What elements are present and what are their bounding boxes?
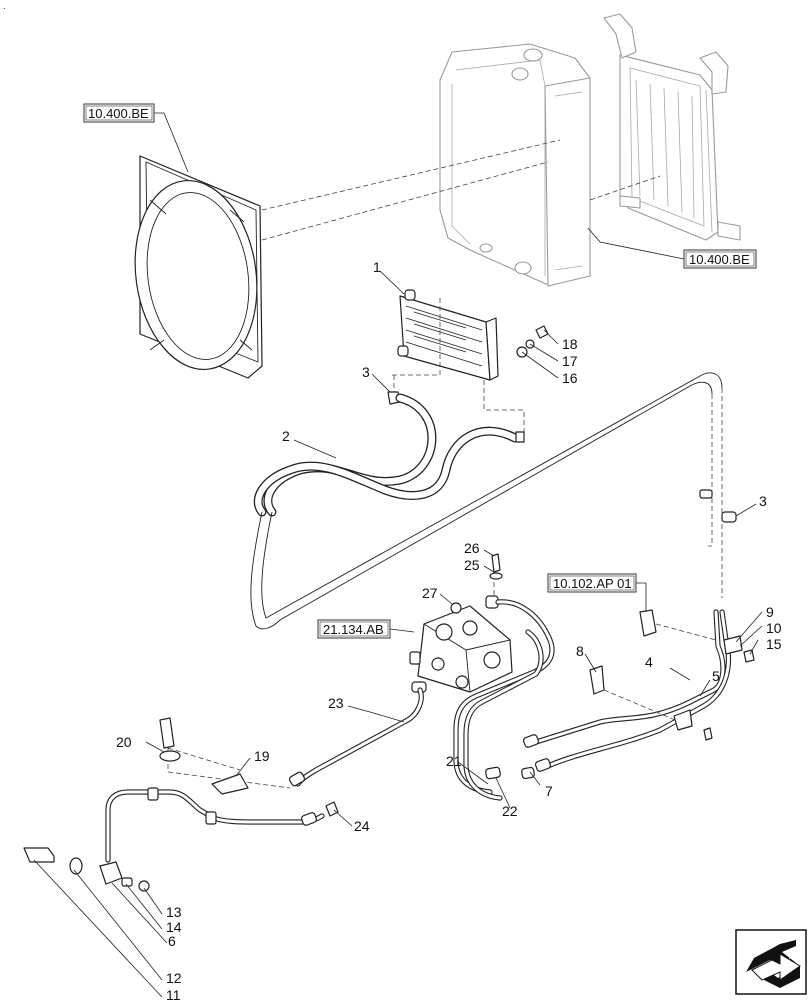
callout-17: 17	[562, 353, 578, 369]
radiator-assembly	[439, 43, 591, 287]
reference-box-radiator-right[interactable]: 10.400.BE	[683, 249, 757, 269]
callout-2: 2	[282, 428, 290, 444]
fitting-7	[521, 766, 535, 780]
callout-labels: 1 2 3 3 4 5 6 7 8 9 10 11 12 13 14 15 16…	[116, 259, 782, 1000]
oil-cooler-hose	[253, 393, 525, 517]
pipe-clamp	[673, 709, 693, 731]
callout-9: 9	[766, 604, 774, 620]
callout-25: 25	[464, 557, 480, 573]
callout-27: 27	[422, 585, 438, 601]
callout-8: 8	[576, 643, 584, 659]
callout-1: 1	[373, 259, 381, 275]
valve-block	[409, 605, 513, 693]
callout-10: 10	[766, 620, 782, 636]
callout-leaders	[33, 270, 763, 998]
callout-11: 11	[166, 987, 181, 1000]
callout-3-left: 3	[362, 364, 370, 380]
support-bracket	[589, 665, 605, 695]
callout-14: 14	[166, 919, 182, 935]
callout-20: 20	[116, 734, 132, 750]
callout-4: 4	[645, 654, 653, 670]
callout-12: 12	[166, 970, 182, 986]
oil-cooler	[397, 289, 499, 381]
corner-mark: .	[3, 1, 6, 11]
callout-15: 15	[766, 636, 782, 652]
callout-26: 26	[464, 540, 480, 556]
svg-text:21.134.AB: 21.134.AB	[323, 622, 384, 637]
callout-7: 7	[545, 783, 553, 799]
hose-clamp-right-upper	[699, 489, 713, 499]
bolt-15	[743, 649, 755, 663]
fitting-upper	[522, 734, 540, 748]
hose-clamp-right	[721, 511, 737, 523]
callout-19: 19	[254, 748, 270, 764]
fitting-22	[485, 766, 501, 780]
clamp-bolt	[703, 727, 713, 741]
callout-22: 22	[502, 803, 518, 819]
callout-18: 18	[562, 336, 578, 352]
reference-box-valve-block[interactable]: 21.134.AB	[317, 619, 391, 639]
next-page-arrow-icon[interactable]	[735, 929, 807, 995]
intercooler-assembly	[603, 13, 741, 241]
fitting-lower	[534, 758, 552, 772]
callout-23: 23	[328, 695, 344, 711]
callout-3-right: 3	[759, 493, 767, 509]
callout-6: 6	[168, 933, 176, 949]
svg-text:10.102.AP 01: 10.102.AP 01	[553, 576, 632, 591]
callout-24: 24	[354, 818, 370, 834]
callout-13: 13	[166, 904, 182, 920]
svg-text:10.400.BE: 10.400.BE	[88, 106, 149, 121]
mounting-bracket	[639, 609, 657, 637]
fan-shroud	[134, 155, 263, 379]
bolt-20	[159, 717, 181, 762]
reference-box-bracket[interactable]: 10.102.AP 01	[547, 573, 637, 593]
lower-pipe-assembly	[23, 787, 325, 892]
pipe-23	[288, 687, 424, 787]
banjo-fitting	[450, 553, 503, 614]
return-line	[250, 372, 723, 630]
callout-16: 16	[562, 370, 578, 386]
callout-5: 5	[712, 668, 720, 684]
fitting-24	[325, 801, 339, 817]
callout-21: 21	[446, 753, 462, 769]
svg-text:10.400.BE: 10.400.BE	[689, 252, 750, 267]
clip-19	[211, 773, 249, 795]
reference-box-radiator-top[interactable]: 10.400.BE	[83, 103, 155, 123]
